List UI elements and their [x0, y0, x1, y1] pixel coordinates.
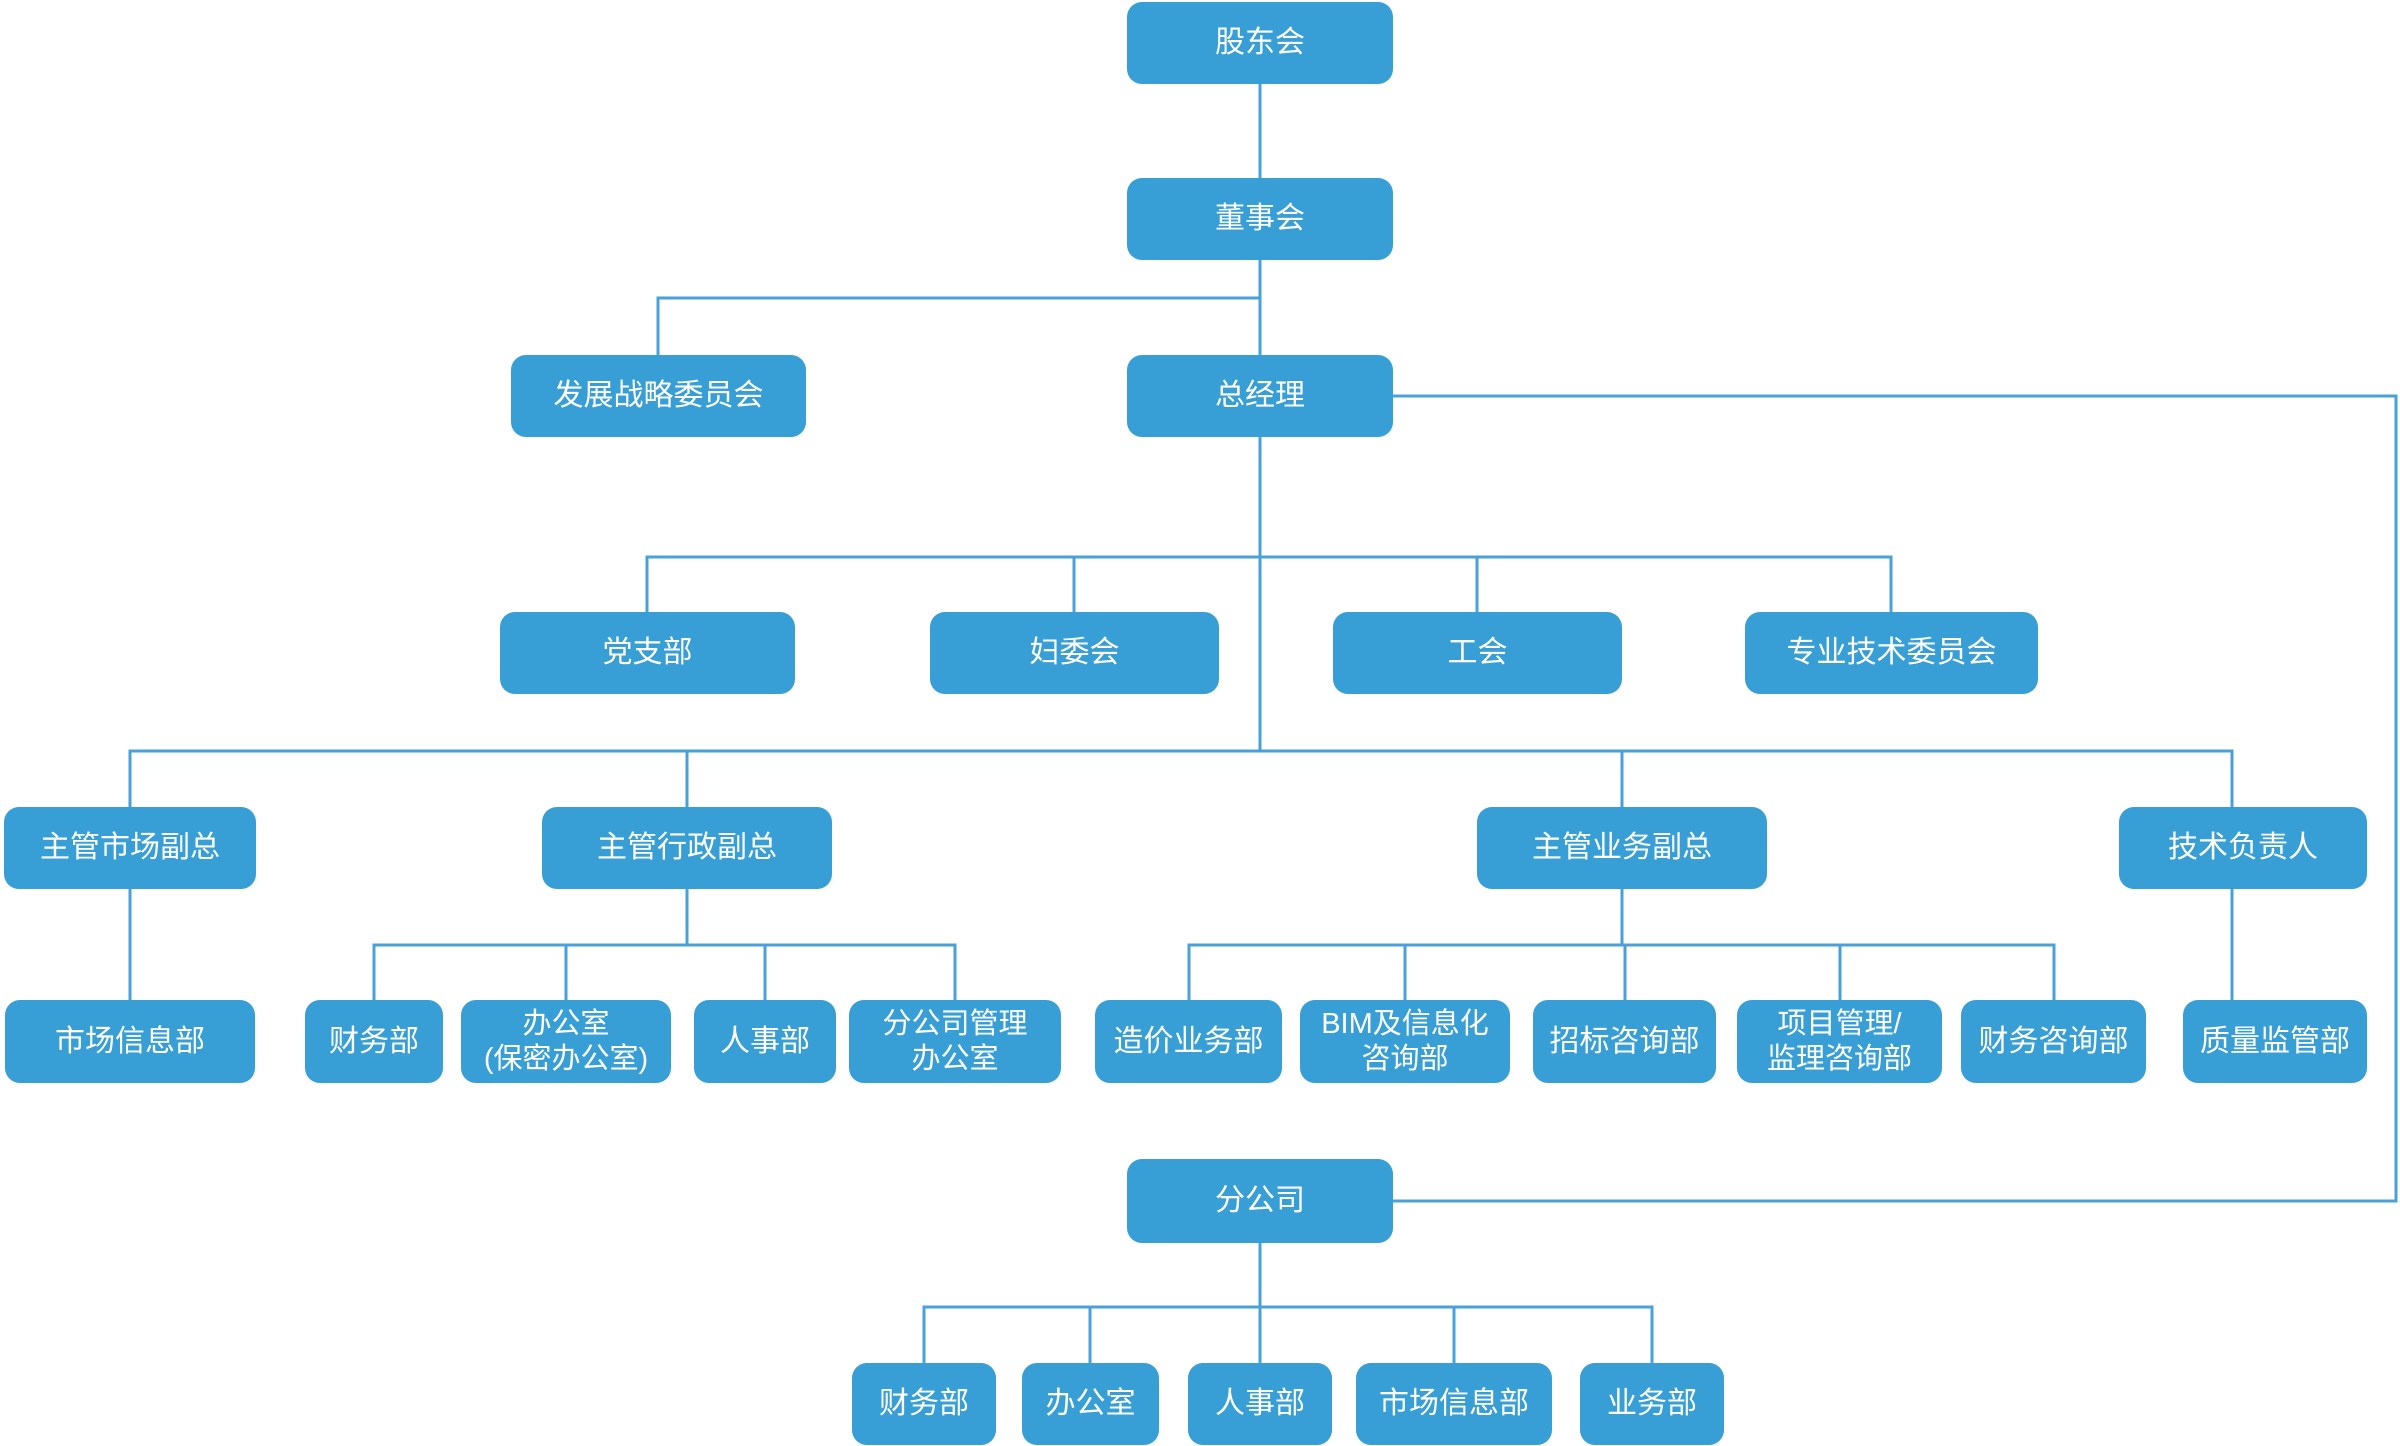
org-node-label: 财务部: [879, 1387, 969, 1420]
org-node-label: BIM及信息化: [1321, 1007, 1489, 1040]
org-node-label: 主管业务副总: [1532, 831, 1712, 864]
org-node-label: 主管行政副总: [597, 831, 777, 864]
org-node-tech-committee: 专业技术委员会: [1745, 612, 2038, 694]
connector: [645, 555, 1893, 612]
org-node-bim-dept: BIM及信息化咨询部: [1300, 1000, 1510, 1083]
connector: [1393, 394, 2398, 1203]
org-node-label: 财务部: [329, 1024, 419, 1058]
org-node-label: 造价业务部: [1113, 1024, 1264, 1058]
org-node-label: 主管市场副总: [40, 831, 220, 864]
org-node-branch-hr: 人事部: [1188, 1363, 1332, 1445]
org-node-cost-dept: 造价业务部: [1095, 1000, 1282, 1083]
org-node-vp-business: 主管业务副总: [1477, 807, 1767, 889]
org-node-branch-finance: 财务部: [852, 1363, 996, 1445]
org-node-vp-admin: 主管行政副总: [542, 807, 832, 889]
org-node-pm-dept: 项目管理/监理咨询部: [1737, 1000, 1942, 1083]
org-node-bidding-dept: 招标咨询部: [1533, 1000, 1716, 1083]
org-node-label: 项目管理/: [1777, 1007, 1902, 1040]
org-node-label: 分公司: [1215, 1184, 1305, 1217]
connector: [372, 943, 957, 1000]
org-node-label: 工会: [1447, 636, 1508, 669]
org-node-label: 人事部: [720, 1024, 810, 1058]
org-node-label: 妇委会: [1029, 636, 1120, 669]
org-node-shareholders: 股东会: [1127, 2, 1393, 84]
org-node-vp-market: 主管市场副总: [4, 807, 256, 889]
org-node-labor-union: 工会: [1333, 612, 1622, 694]
org-node-label: 分公司管理: [882, 1007, 1028, 1040]
org-node-branch-mgmt-office: 分公司管理办公室: [849, 1000, 1061, 1083]
org-node-label: 办公室: [1045, 1387, 1136, 1420]
org-node-label: 财务咨询部: [1978, 1024, 2129, 1058]
org-node-hr-dept: 人事部: [694, 1000, 836, 1083]
org-node-finance-dept: 财务部: [305, 1000, 443, 1083]
org-node-label: 技术负责人: [2168, 831, 2318, 864]
org-node-board: 董事会: [1127, 178, 1393, 260]
org-node-finance-consulting-dept: 财务咨询部: [1961, 1000, 2146, 1083]
org-node-label: 质量监管部: [2200, 1024, 2350, 1058]
org-node-office: 办公室(保密办公室): [461, 1000, 671, 1083]
org-node-label: (保密办公室): [483, 1042, 649, 1075]
org-node-general-manager: 总经理: [1127, 355, 1393, 437]
org-node-tech-director: 技术负责人: [2119, 807, 2367, 889]
org-node-label: 股东会: [1215, 26, 1305, 59]
org-node-label: 业务部: [1607, 1387, 1697, 1420]
connector: [128, 749, 2234, 807]
org-node-party-branch: 党支部: [500, 612, 795, 694]
org-node-branch-market-info: 市场信息部: [1356, 1363, 1552, 1445]
org-node-label: 党支部: [602, 636, 693, 669]
connector: [1187, 943, 2056, 1000]
org-node-branch-company: 分公司: [1127, 1159, 1393, 1243]
org-node-label: 人事部: [1215, 1387, 1305, 1420]
org-node-label: 咨询部: [1361, 1042, 1449, 1075]
org-node-label: 办公室: [911, 1042, 999, 1075]
org-node-label: 办公室: [522, 1007, 610, 1040]
org-node-branch-office: 办公室: [1022, 1363, 1159, 1445]
org-node-label: 专业技术委员会: [1786, 636, 1997, 669]
connector: [656, 296, 1260, 355]
org-node-womens-committee: 妇委会: [930, 612, 1219, 694]
org-node-branch-business: 业务部: [1580, 1363, 1724, 1445]
org-node-label: 监理咨询部: [1766, 1042, 1912, 1075]
org-node-label: 招标咨询部: [1549, 1024, 1700, 1058]
org-node-label: 董事会: [1215, 202, 1305, 235]
org-node-label: 市场信息部: [55, 1024, 205, 1058]
org-node-quality-dept: 质量监管部: [2183, 1000, 2367, 1083]
org-node-label: 市场信息部: [1379, 1387, 1529, 1420]
org-node-label: 总经理: [1215, 379, 1305, 412]
connector: [922, 1305, 1654, 1363]
org-node-market-info-dept: 市场信息部: [5, 1000, 255, 1083]
org-node-label: 发展战略委员会: [553, 379, 764, 412]
org-node-strategy-committee: 发展战略委员会: [511, 355, 806, 437]
